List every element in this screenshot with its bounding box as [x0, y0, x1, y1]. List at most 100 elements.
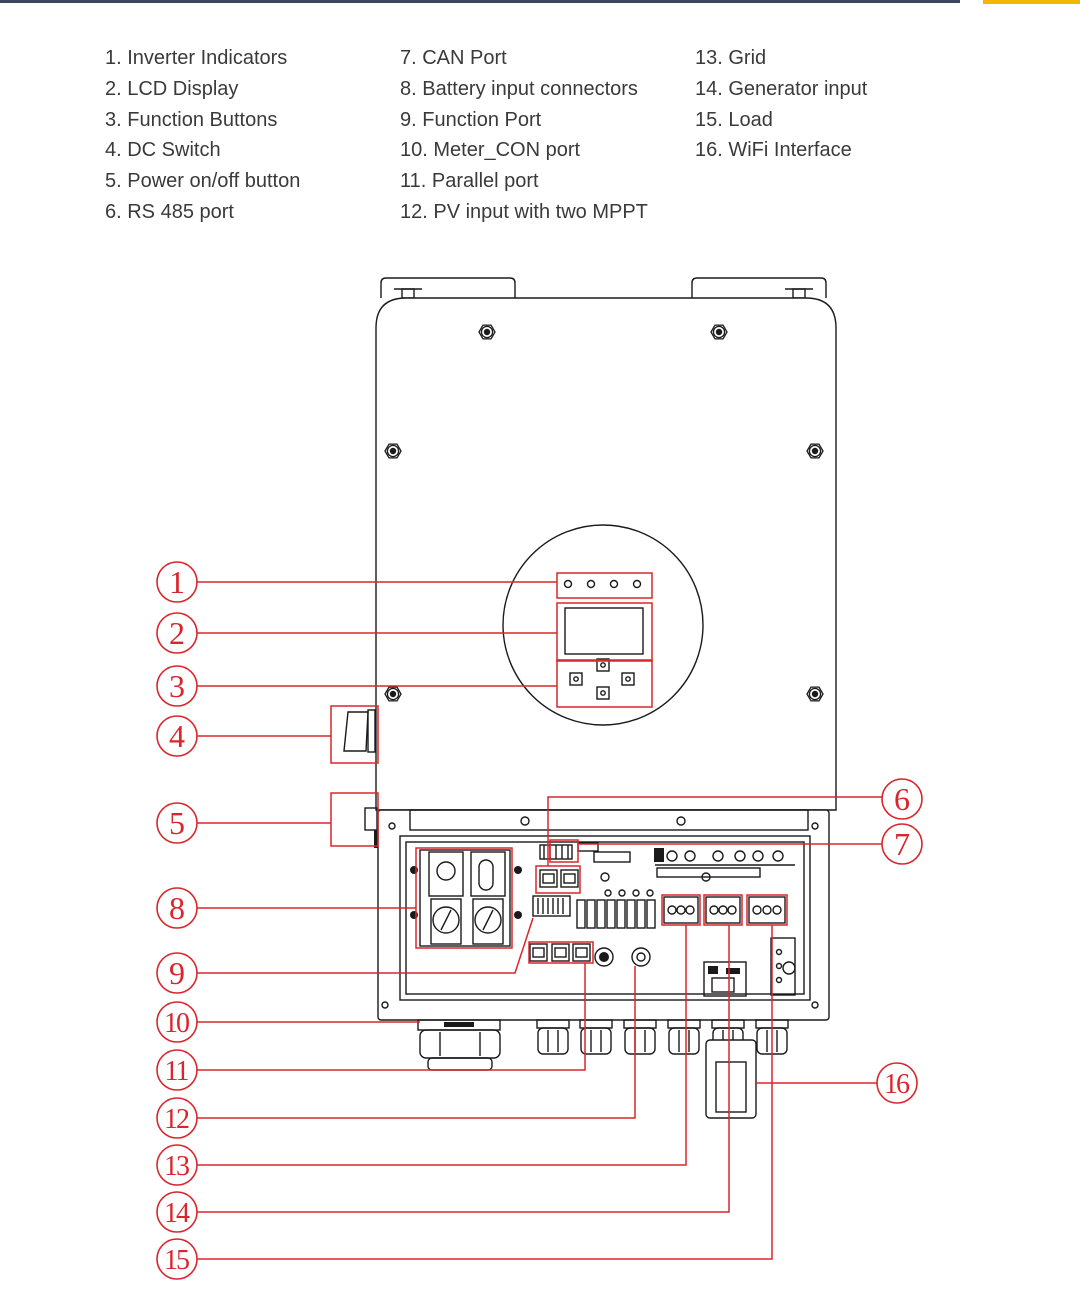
battery-connectors-part [436, 861, 456, 881]
function-buttons-part [621, 672, 635, 686]
callout-target-boxes-part [528, 941, 594, 964]
battery-connectors-part [478, 859, 494, 891]
battery-connectors-part [410, 911, 418, 919]
meter-con-plate [417, 1019, 501, 1031]
parallel-port-part [554, 947, 567, 958]
wiring-compartment-part [676, 816, 686, 826]
callout-15: 15 [156, 925, 773, 1280]
legend-item: 11. Parallel port [400, 170, 539, 193]
dc-switch [343, 709, 376, 753]
callout-number: 7 [894, 826, 910, 862]
screw [711, 325, 727, 339]
pv-breakers-part [576, 899, 586, 929]
callout-9-part [197, 917, 534, 974]
battery-connectors-part [428, 851, 464, 897]
callout-number: 10 [164, 1008, 189, 1039]
battery-connectors-part [470, 851, 506, 897]
callout-10-part [156, 1001, 198, 1043]
terminal-bus-part [654, 848, 664, 862]
function-buttons-part [625, 676, 631, 682]
callout-1: 1 [156, 561, 557, 603]
mounting-bracket-left-part [380, 277, 516, 298]
parallel-port-part [572, 943, 591, 962]
cable-gland-large-part [427, 1057, 493, 1071]
callout-14-part [156, 1191, 198, 1233]
rs485-port-part [560, 869, 579, 888]
wiring-compartment-part [811, 822, 819, 830]
callout-target-boxes-part [535, 865, 581, 894]
ground-terminal-part [775, 948, 783, 956]
legend-item: 6. RS 485 port [105, 200, 234, 223]
terminal-bus [600, 848, 795, 882]
cable-glands-part [668, 1027, 700, 1055]
cable-glands [536, 1019, 789, 1055]
legend-item: 12. PV input with two MPPT [400, 200, 648, 223]
legend-item: 9. Function Port [400, 108, 542, 131]
ground-terminal [770, 937, 796, 996]
ground-terminal-part [782, 961, 796, 975]
legend-item: 2. LCD Display [105, 77, 239, 100]
pv-breakers-part [606, 899, 616, 929]
grid-terminal [663, 896, 699, 924]
load-terminal-part [752, 905, 762, 915]
callout-14-part [197, 925, 730, 1213]
cable-gland-large-part [419, 1029, 501, 1059]
load-terminal-part [762, 905, 772, 915]
function-port-part [532, 895, 571, 917]
legend-item: 15. Load [695, 108, 773, 131]
control-panel [502, 524, 704, 726]
callout-target-boxes-part [556, 659, 653, 708]
wifi-dongle-part [715, 1061, 747, 1113]
grid-terminal-part [663, 896, 699, 924]
wifi-board-part [711, 977, 735, 993]
generator-terminal [705, 896, 741, 924]
wifi-board [703, 961, 747, 997]
function-buttons-part [600, 690, 606, 696]
parallel-port [529, 943, 591, 962]
callout-12-part [197, 966, 636, 1119]
cable-glands-part [711, 1019, 745, 1029]
power-button [364, 807, 378, 848]
battery-connectors-part [514, 866, 522, 874]
header-accent [983, 0, 1080, 4]
wifi-board-part [708, 966, 718, 974]
pv-breakers-part [646, 899, 656, 929]
callout-number: 4 [169, 718, 185, 754]
rs485-port [539, 869, 579, 888]
wifi-board-part [726, 968, 740, 974]
parallel-port-part [532, 947, 545, 958]
callout-11-part [156, 1049, 198, 1091]
mounting-bracket-right [691, 277, 827, 299]
callout-target-boxes [330, 572, 788, 964]
inverter-indicators-part [609, 579, 619, 589]
pv-breakers-part [636, 899, 646, 929]
mounting-bracket-right-part [691, 277, 827, 298]
battery-connectors-part [482, 909, 494, 931]
wifi-dongle-part [705, 1039, 757, 1119]
parallel-port-part [551, 943, 570, 962]
inverter-indicators-part [586, 579, 596, 589]
callout-6-part [547, 796, 882, 866]
battery-connectors-part [432, 906, 460, 934]
battery-connectors-part [514, 911, 522, 919]
legend-column-3: 13. Grid 14. Generator input 15. Load 16… [695, 43, 867, 166]
function-buttons-part [596, 686, 610, 700]
generator-terminal-part [705, 896, 741, 924]
callout-target-boxes-part [549, 839, 579, 863]
pv-input-knobs-part [594, 947, 614, 967]
generator-terminal-part [718, 905, 728, 915]
callout-number: 11 [165, 1056, 189, 1087]
callout-11-part [197, 963, 586, 1071]
callout-target-boxes-part [556, 602, 653, 662]
cable-gland-large [419, 1029, 501, 1071]
pv-breakers-part [646, 889, 654, 897]
mounting-bracket-left-part [401, 288, 415, 299]
control-panel-part [502, 524, 704, 726]
callout-3-part [156, 665, 198, 707]
callout-2: 2 [156, 612, 557, 654]
callout-target-boxes-part [661, 894, 701, 926]
parallel-port-part [529, 943, 548, 962]
battery-connectors-part [410, 866, 418, 874]
function-port [532, 895, 571, 917]
pv-input-knobs-part [599, 952, 609, 962]
